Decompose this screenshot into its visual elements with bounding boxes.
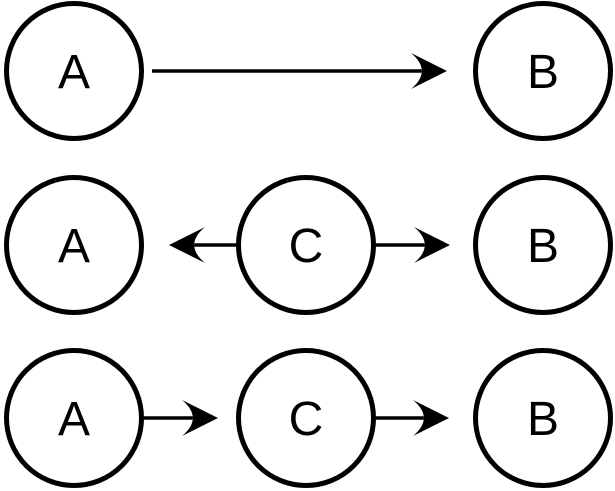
row2-node-a-circle [4,175,144,315]
row2-node-c: C [236,175,376,315]
row1-node-b: B [473,1,613,141]
edge-row3-a-to-c-arrowhead-icon [182,400,218,436]
edge-row3-a-to-c [142,400,218,436]
edge-row3-c-to-b [374,400,449,436]
row2-node-a: A [4,175,144,315]
row3-node-a: A [4,348,144,488]
edge-row3-c-to-b-arrowhead-icon [413,400,449,436]
row3-node-a-circle [4,348,144,488]
row2-node-a-label: A [58,220,90,273]
row3-node-c-circle [236,348,376,488]
row2-node-b: B [473,175,613,315]
row1-node-a: A [4,1,144,141]
row2-node-c-circle [236,175,376,315]
row1-node-a-circle [4,1,144,141]
row2-node-b-label: B [527,220,559,273]
row1-node-b-circle [473,1,613,141]
row3-node-b: B [473,348,613,488]
row3-node-a-label: A [58,393,90,446]
edge-row1-a-to-b-arrowhead-icon [411,53,447,89]
edge-row1-a-to-b [152,53,447,89]
row2-node-c-label: C [289,220,324,273]
row1-node-b-label: B [527,46,559,99]
edge-row2-c-to-b [374,227,450,263]
edge-row2-c-to-b-arrowhead-icon [414,227,450,263]
row3-node-c-label: C [289,393,324,446]
row3-node-b-circle [473,348,613,488]
row1-node-a-label: A [58,46,90,99]
edge-row2-c-to-a-arrowhead-icon [169,227,205,263]
row3-node-c: C [236,348,376,488]
row2-node-b-circle [473,175,613,315]
edge-row2-c-to-a [169,227,239,263]
row3-node-b-label: B [527,393,559,446]
